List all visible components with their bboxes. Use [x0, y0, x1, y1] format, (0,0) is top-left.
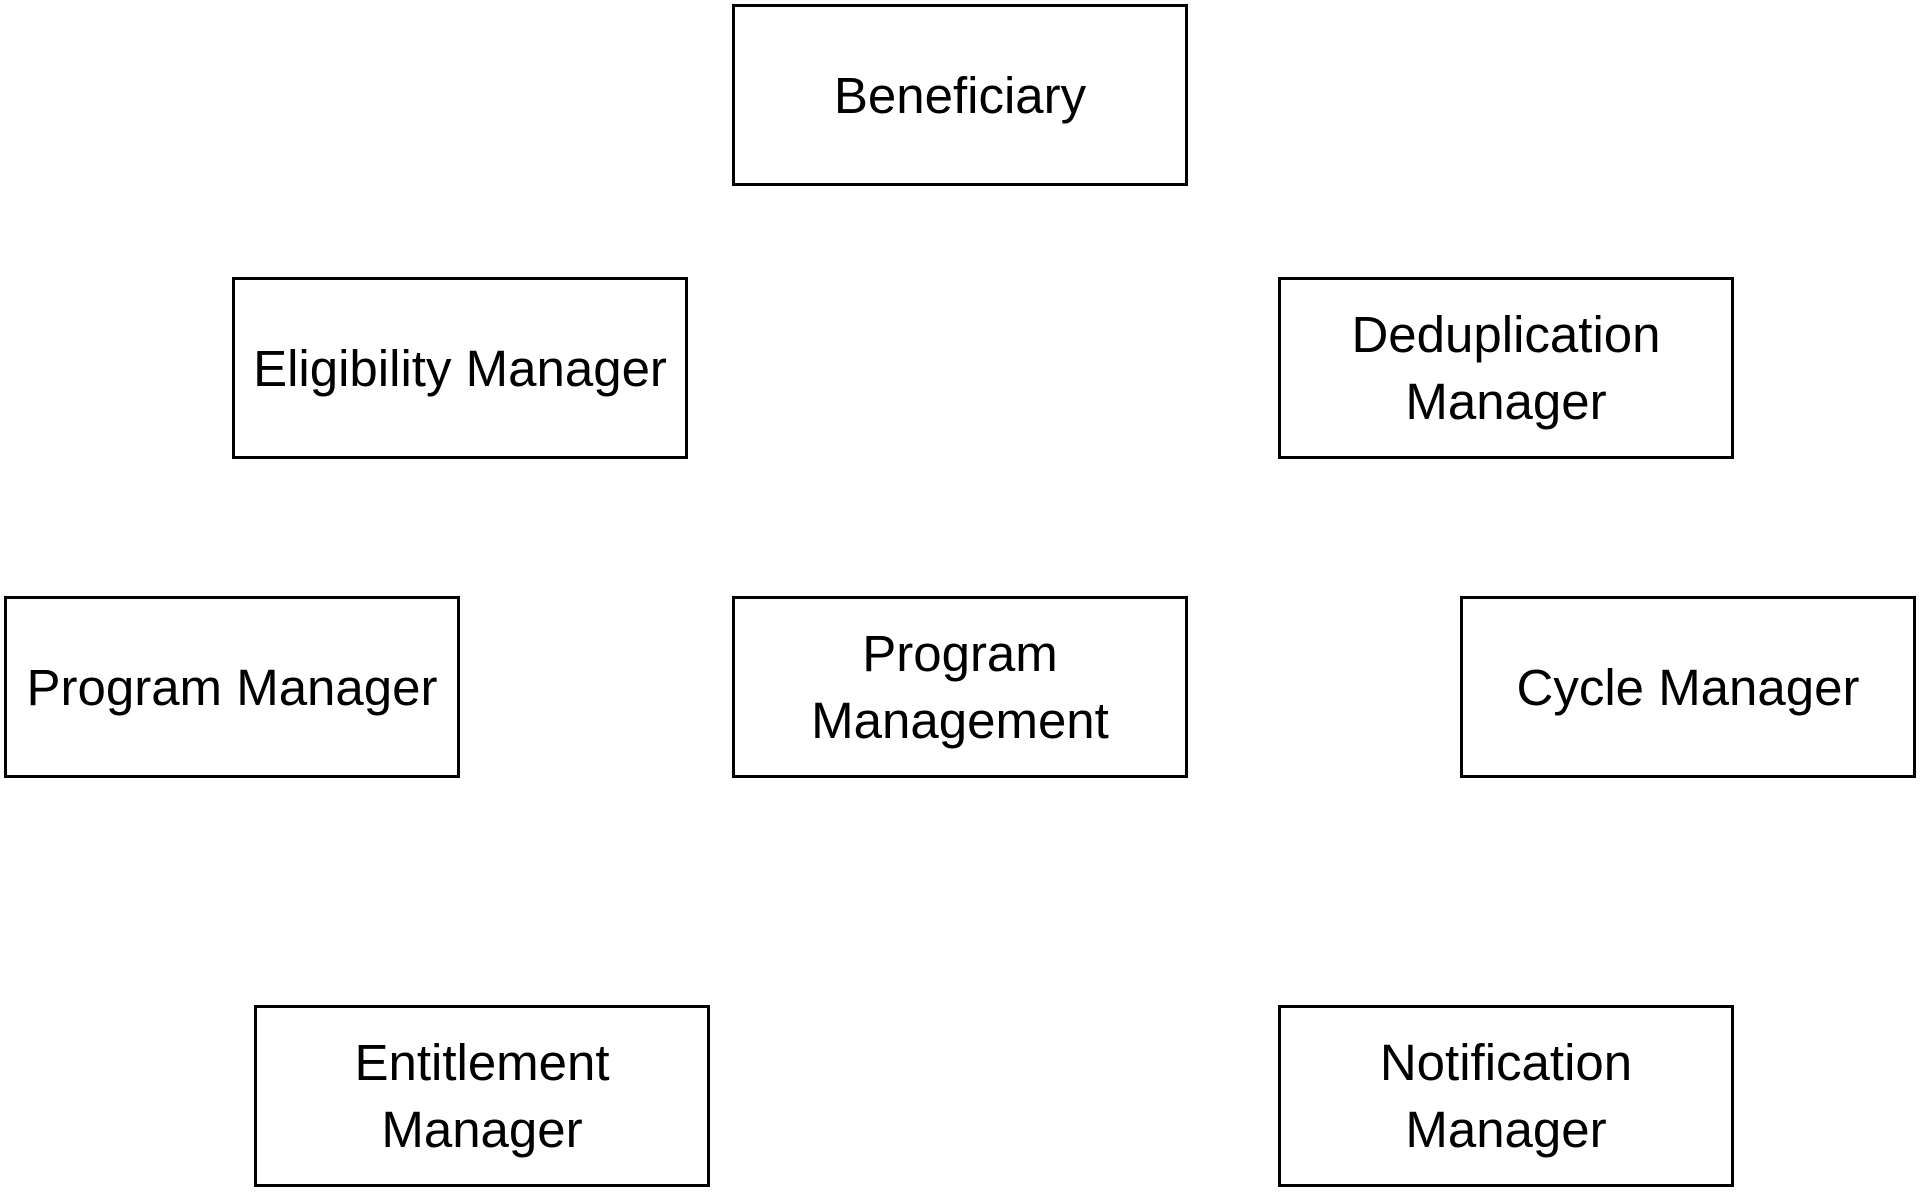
entitlement-manager-label: Entitlement Manager	[354, 1034, 610, 1158]
beneficiary-node: Beneficiary	[732, 4, 1188, 186]
eligibility-manager-label: Eligibility Manager	[253, 339, 667, 397]
cycle-manager-node: Cycle Manager	[1460, 596, 1916, 778]
deduplication-manager-node: Deduplication Manager	[1278, 277, 1734, 459]
program-manager-node: Program Manager	[4, 596, 460, 778]
deduplication-manager-label: Deduplication Manager	[1351, 306, 1661, 430]
program-management-label: Program Management	[811, 625, 1109, 749]
cycle-manager-label: Cycle Manager	[1516, 658, 1860, 716]
notification-manager-node: Notification Manager	[1278, 1005, 1734, 1187]
program-manager-label: Program Manager	[26, 658, 438, 716]
beneficiary-label: Beneficiary	[833, 66, 1087, 124]
entitlement-manager-node: Entitlement Manager	[254, 1005, 710, 1187]
eligibility-manager-node: Eligibility Manager	[232, 277, 688, 459]
program-management-node: Program Management	[732, 596, 1188, 778]
notification-manager-label: Notification Manager	[1379, 1034, 1633, 1158]
